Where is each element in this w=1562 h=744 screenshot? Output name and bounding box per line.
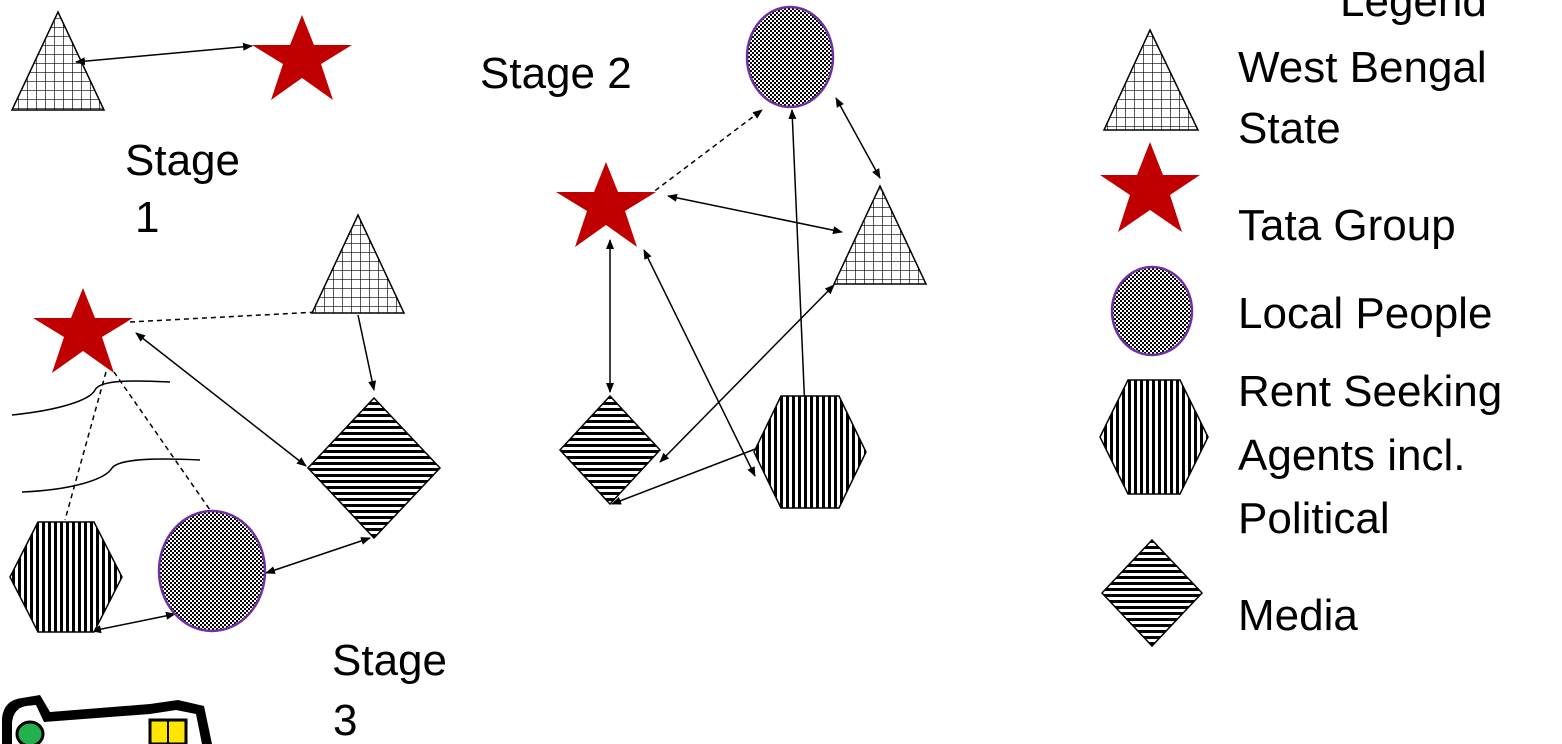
- legend-rent-seeking-line1: Rent Seeking: [1238, 367, 1502, 416]
- stage3-group: Stage 3: [9, 213, 447, 744]
- hexagon-vertical-stripes-icon: [753, 395, 867, 509]
- hexagon-vertical-stripes-icon: [1099, 379, 1209, 495]
- star-icon: [33, 288, 133, 373]
- hexagon-vertical-stripes-icon: [9, 521, 123, 633]
- triangle-grid-icon: [1102, 28, 1200, 131]
- star-icon: [1100, 142, 1200, 232]
- checkered-circle-icon: [745, 5, 835, 109]
- triangle-grid-icon: [832, 184, 928, 285]
- stage1-label-line2: 1: [135, 193, 159, 242]
- legend-west-bengal-line2: State: [1238, 104, 1341, 153]
- dashed-link: [129, 311, 319, 323]
- connector-arrow: [357, 314, 377, 391]
- stage1-label-line1: Stage: [125, 136, 240, 185]
- diamond-horizontal-stripes-icon: [1100, 538, 1204, 648]
- legend-rent-seeking-line2: Agents incl.: [1238, 431, 1465, 480]
- legend-rent-seeking-line3: Political: [1238, 494, 1390, 543]
- diamond-horizontal-stripes-icon: [306, 396, 442, 540]
- triangle-grid-icon: [310, 213, 406, 314]
- checkered-circle-icon: [157, 509, 267, 633]
- legend-tata: Tata Group: [1238, 201, 1456, 250]
- clipart-icon: [2, 695, 212, 744]
- stage3-label-line2: 3: [333, 696, 357, 744]
- star-icon: [252, 15, 352, 100]
- connector-arrow: [643, 249, 756, 477]
- connector-arrow: [91, 611, 176, 634]
- dashed-link: [113, 371, 211, 511]
- connector-arrow: [265, 537, 371, 574]
- stage2-label: Stage 2: [480, 49, 632, 98]
- stage3-label-line1: Stage: [332, 636, 447, 685]
- stage1-group: Stage 1: [10, 10, 352, 242]
- connector-arrow: [835, 97, 881, 179]
- dashed-link: [647, 109, 763, 197]
- dashed-link: [64, 371, 107, 521]
- connector-arrow: [667, 193, 843, 235]
- connector-arrow: [611, 447, 759, 505]
- star-icon: [556, 162, 656, 247]
- decorative-curve: [11, 380, 171, 416]
- diamond-horizontal-stripes-icon: [558, 394, 662, 506]
- legend: Legend West Bengal State Tata Group Loca…: [1099, 0, 1502, 648]
- decorative-curve: [21, 458, 201, 493]
- legend-header: Legend: [1340, 0, 1487, 26]
- checkered-circle-icon: [1110, 265, 1194, 357]
- stage2-group: Stage 2: [480, 5, 928, 509]
- legend-west-bengal-line1: West Bengal: [1238, 43, 1487, 92]
- connector-arrow: [135, 332, 307, 467]
- connector-arrow: [659, 284, 835, 463]
- legend-media: Media: [1238, 591, 1358, 640]
- legend-local-people: Local People: [1238, 289, 1492, 338]
- connector-arrow: [75, 42, 253, 66]
